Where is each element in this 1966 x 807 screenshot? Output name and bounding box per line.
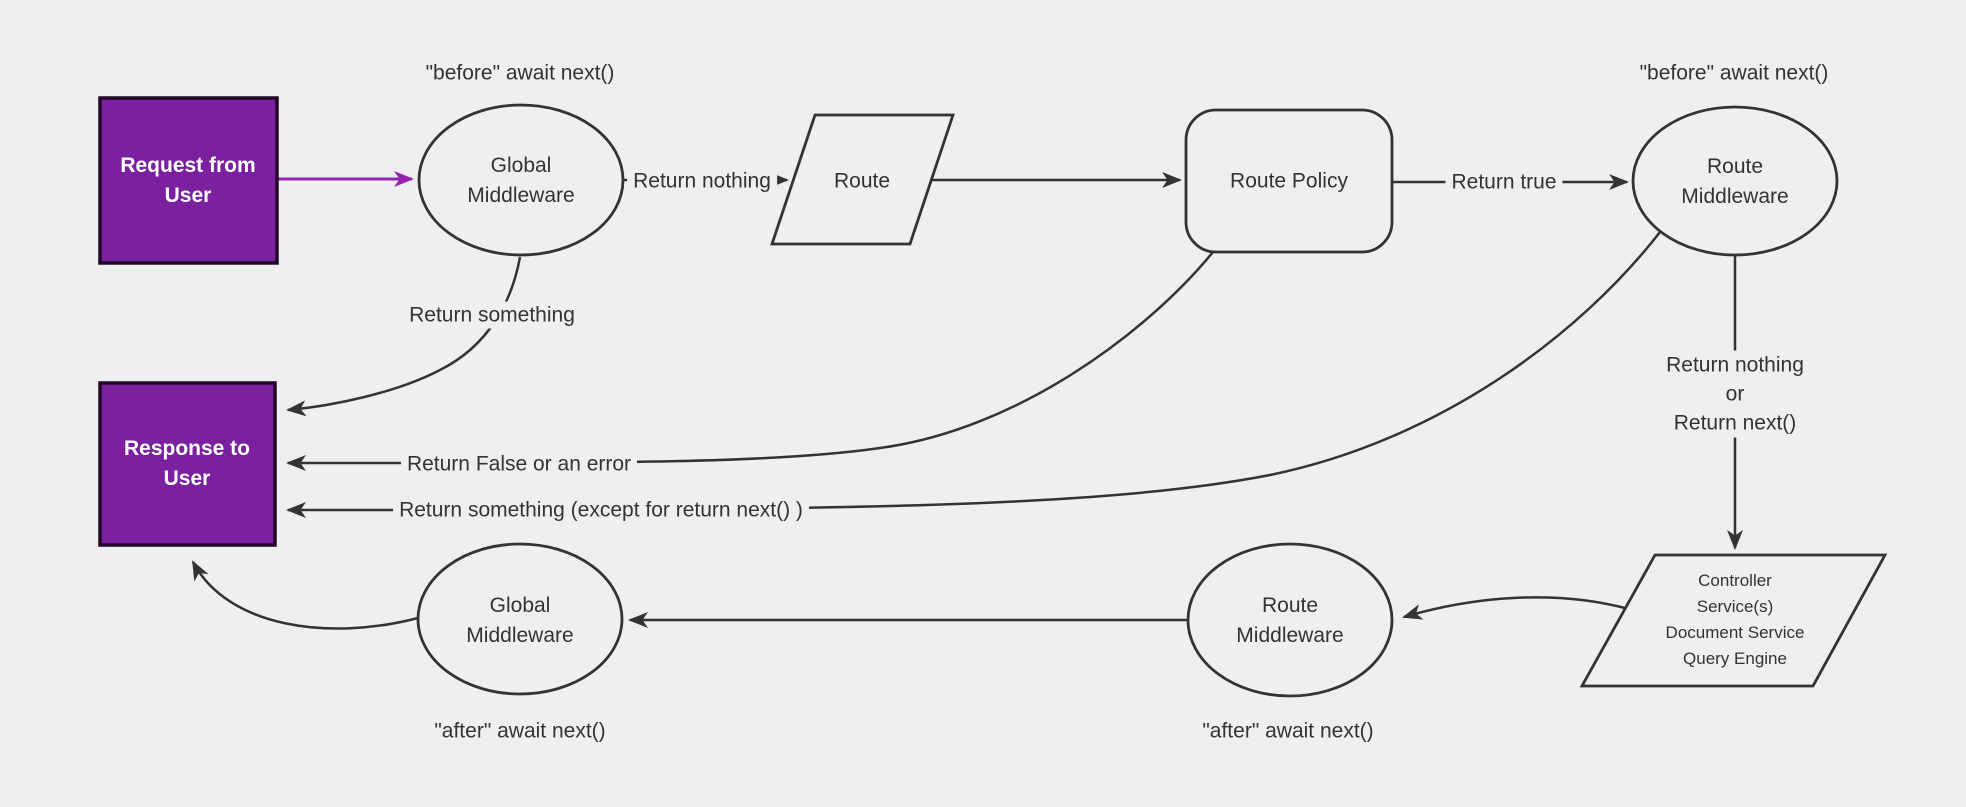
edge-label-return-true: Return true — [1445, 168, 1563, 196]
node-global-middleware-top-label: Global Middleware — [467, 154, 575, 207]
node-response-to-user-label: Response to User — [123, 437, 251, 490]
node-global-middleware-bottom-ellipse — [416, 542, 624, 696]
node-route-middleware-top-label: Route Middleware — [1681, 155, 1789, 208]
node-response-to-user-box — [98, 381, 277, 547]
edge-label-return-nothing: Return nothing — [627, 167, 777, 195]
node-route-label: Route — [833, 169, 891, 193]
return-nothing-or-next-line-2: or — [1725, 382, 1745, 406]
edge-controller-to-route-middleware-bottom — [1402, 596, 1626, 620]
controller-line-4: Query Engine — [1683, 649, 1787, 668]
edge-global-middleware-to-response — [286, 256, 522, 417]
node-global-middleware-bottom-label: Global Middleware — [466, 594, 574, 647]
edge-label-return-false-or-error: Return False or an error — [400, 450, 638, 478]
return-nothing-or-next-line-3: Return next() — [1673, 411, 1797, 435]
node-route-parallelogram — [770, 113, 955, 246]
controller-line-2: Service(s) — [1696, 597, 1774, 616]
node-controller-label: Controller Service(s) Document Service Q… — [1615, 568, 1855, 672]
edge-label-return-something: Return something — [403, 301, 581, 329]
controller-line-1: Controller — [1698, 571, 1772, 590]
return-nothing-or-next-line-1: Return nothing — [1666, 353, 1804, 377]
edge-route-policy-to-response — [286, 251, 1214, 472]
node-route-middleware-bottom-label: Route Middleware — [1236, 594, 1344, 647]
node-route-policy-box — [1184, 108, 1394, 254]
controller-line-3: Document Service — [1665, 623, 1805, 642]
node-route-middleware-bottom-ellipse — [1186, 542, 1394, 698]
edge-label-return-nothing-or-next: Return nothing or Return next() — [1660, 350, 1810, 438]
edge-label-after-await-next-right: "after" await next() — [1202, 719, 1374, 743]
node-route-policy-label: Route Policy — [1230, 169, 1348, 193]
edge-label-return-something-except: Return something (except for return next… — [393, 496, 809, 524]
edge-label-before-await-next-left: "before" await next() — [425, 61, 615, 85]
edge-label-before-await-next-right: "before" await next() — [1639, 61, 1829, 85]
node-request-from-user-label: Request from User — [120, 154, 256, 207]
node-global-middleware-top-ellipse — [417, 103, 625, 257]
edge-global-middleware-bottom-to-response — [191, 560, 419, 630]
node-route-middleware-top-ellipse — [1631, 105, 1839, 257]
node-controller-parallelogram — [1579, 553, 1888, 688]
node-request-from-user-box — [98, 96, 279, 265]
edge-label-after-await-next-left: "after" await next() — [434, 719, 606, 743]
